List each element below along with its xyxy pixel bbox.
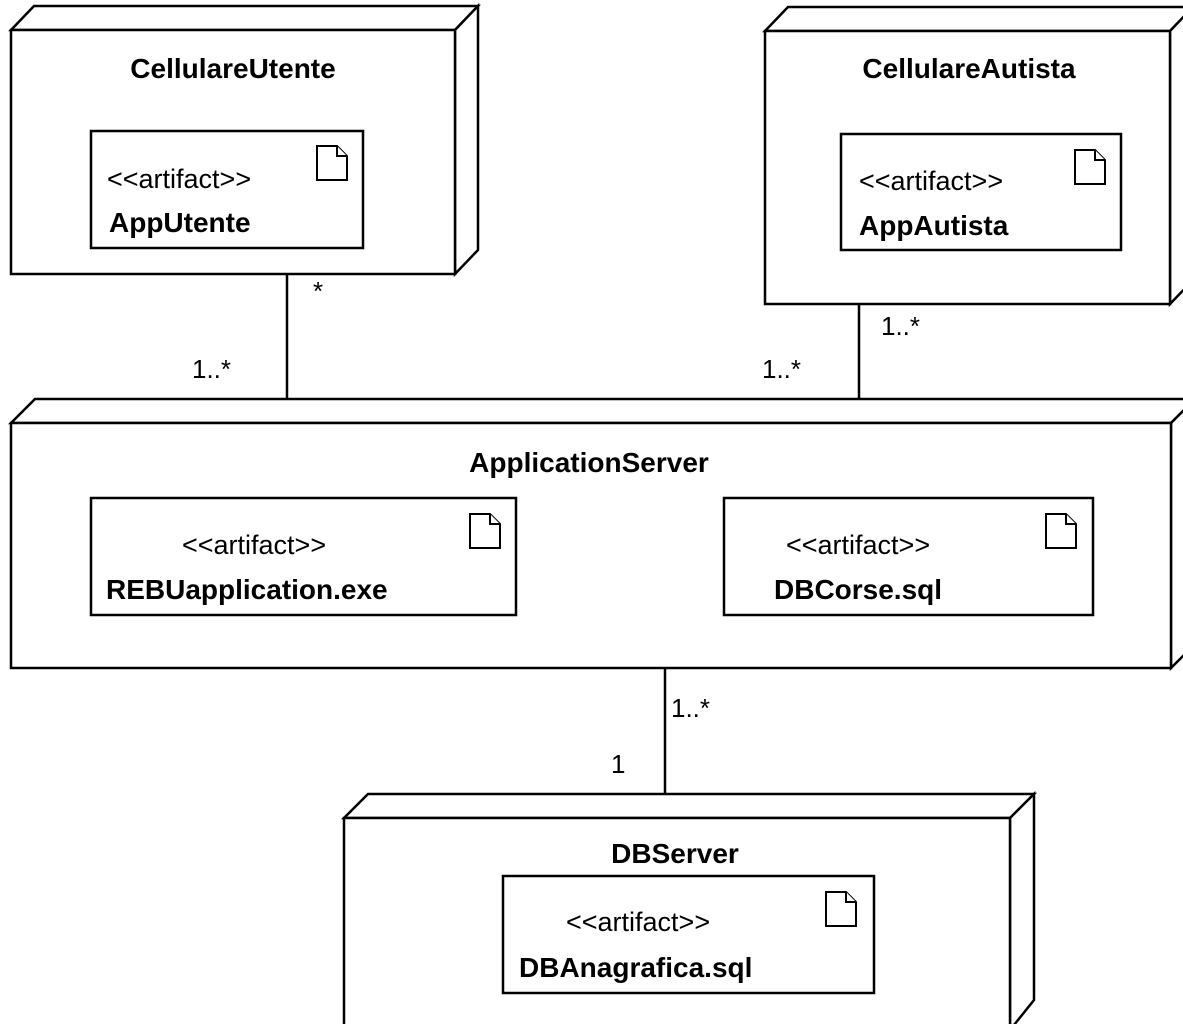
artifact-stereotype: <<artifact>>	[566, 907, 710, 937]
node-top-face	[8, 4, 481, 32]
multiplicity-appserver-side-db: 1..*	[671, 693, 710, 723]
document-icon	[1074, 149, 1106, 185]
node-title: ApplicationServer	[469, 447, 709, 478]
multiplicity-appserver-side-autista: 1..*	[762, 354, 801, 384]
artifact-name: AppAutista	[859, 210, 1009, 241]
artifact-app-autista[interactable]: <<artifact>> AppAutista	[839, 132, 1123, 252]
multiplicity-autista-side: 1..*	[881, 311, 920, 341]
multiplicity-appserver-side-utente: 1..*	[192, 354, 231, 384]
node-title: DBServer	[611, 838, 739, 869]
artifact-stereotype: <<artifact>>	[859, 166, 1003, 196]
document-icon	[1045, 513, 1077, 549]
node-side-face	[1169, 409, 1183, 672]
multiplicity-dbserver-side: 1	[611, 749, 625, 779]
node-db-server[interactable]: DBServer <<artifact>> DBAnagrafica.sql	[340, 790, 1038, 1024]
artifact-stereotype: <<artifact>>	[786, 530, 930, 560]
artifact-db-anagrafica[interactable]: <<artifact>> DBAnagrafica.sql	[501, 874, 876, 995]
artifact-name: AppUtente	[109, 207, 251, 238]
artifact-box	[501, 874, 876, 995]
document-icon	[469, 513, 501, 549]
node-side-face	[453, 2, 480, 278]
artifact-name: DBCorse.sql	[774, 574, 942, 605]
node-side-face	[1168, 15, 1183, 308]
artifact-stereotype: <<artifact>>	[182, 530, 326, 560]
node-top-face	[7, 397, 1183, 425]
node-top-face	[340, 792, 1038, 820]
node-title: CellulareUtente	[130, 53, 335, 84]
artifact-name: DBAnagrafica.sql	[519, 952, 752, 983]
node-top-face	[762, 5, 1183, 33]
artifact-rebu-application[interactable]: <<artifact>> REBUapplication.exe	[89, 496, 518, 617]
multiplicity-utente-side: *	[313, 276, 323, 306]
artifact-box	[89, 496, 518, 617]
artifact-app-utente[interactable]: <<artifact>> AppUtente	[89, 129, 365, 250]
artifact-name: REBUapplication.exe	[106, 574, 388, 605]
node-cellulare-utente[interactable]: CellulareUtente <<artifact>> AppUtente	[8, 2, 481, 278]
artifact-stereotype: <<artifact>>	[107, 164, 251, 194]
node-application-server[interactable]: ApplicationServer <<artifact>> REBUappli…	[7, 397, 1183, 672]
artifact-box	[722, 496, 1095, 617]
node-side-face	[1008, 790, 1036, 1024]
artifact-db-corse[interactable]: <<artifact>> DBCorse.sql	[722, 496, 1095, 617]
document-icon	[316, 145, 348, 181]
node-title: CellulareAutista	[862, 53, 1076, 84]
document-icon	[825, 891, 857, 927]
node-cellulare-autista[interactable]: CellulareAutista <<artifact>> AppAutista	[762, 5, 1183, 308]
